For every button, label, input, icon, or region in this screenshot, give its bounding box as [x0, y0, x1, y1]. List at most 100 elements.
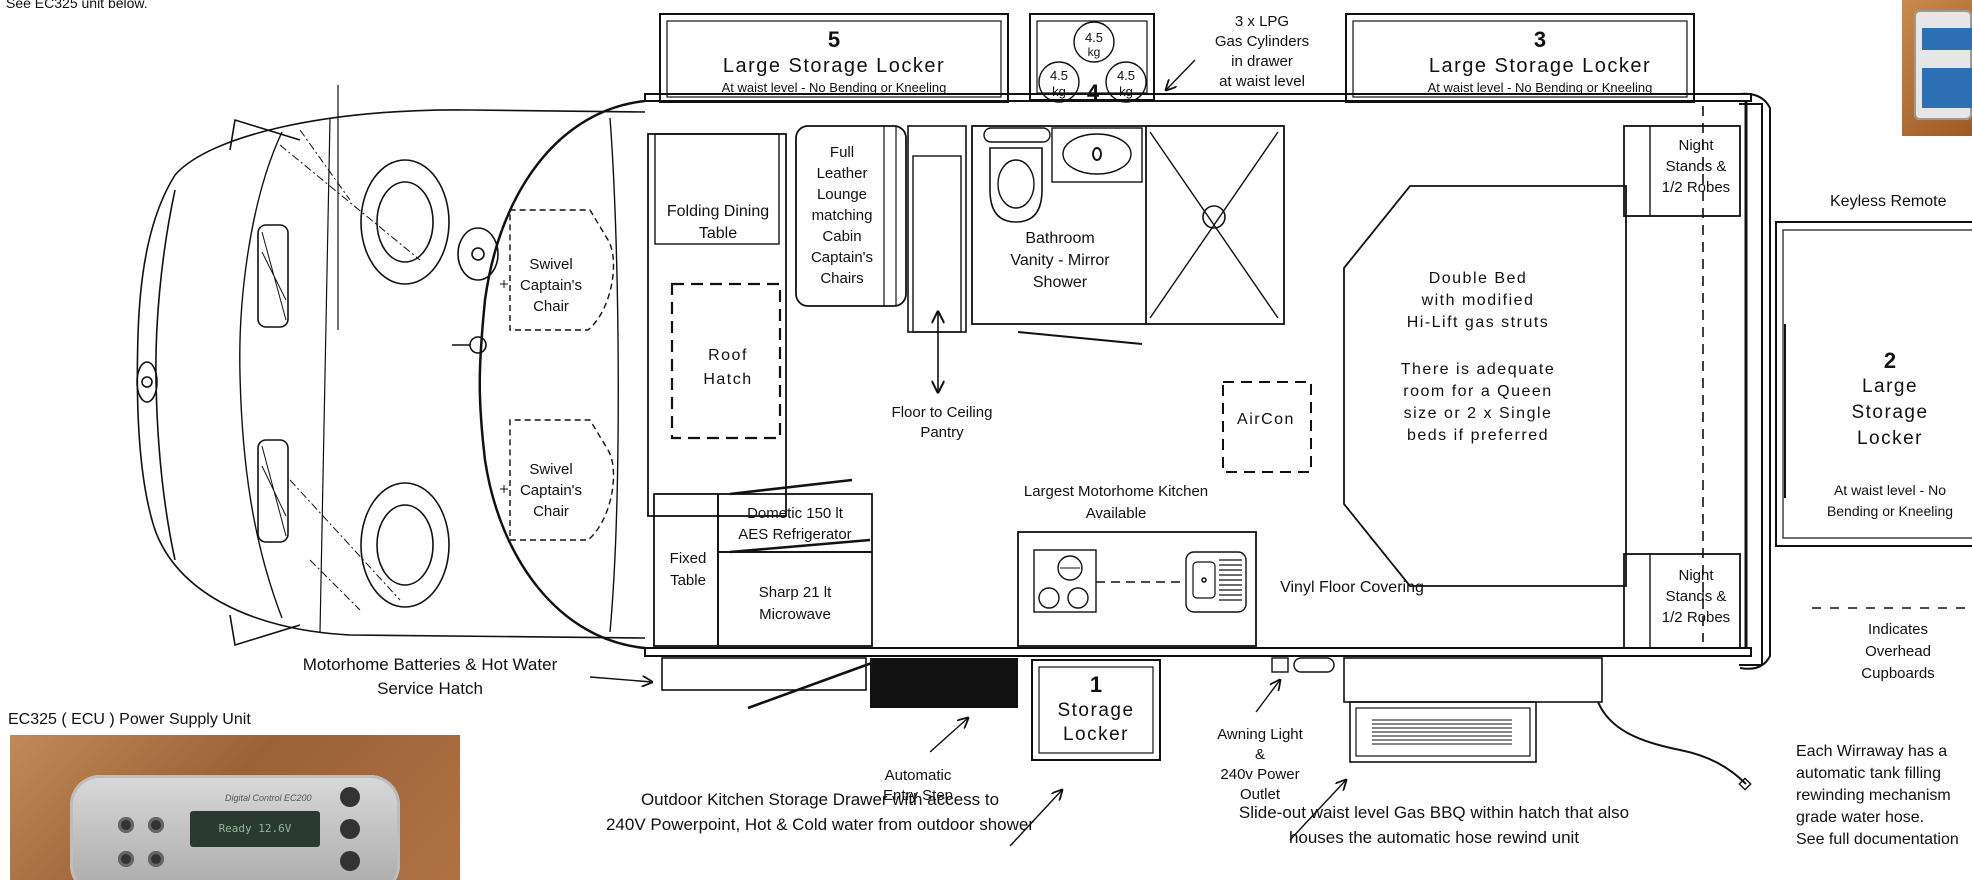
microwave-label-2: Microwave	[759, 606, 831, 623]
svg-text:matching: matching	[812, 207, 873, 224]
svg-text:2: 2	[1884, 348, 1896, 373]
battery-label-1: Motorhome Batteries & Hot Water	[303, 655, 558, 674]
svg-text:3 x LPG: 3 x LPG	[1235, 13, 1289, 30]
lpg-cylinder-left	[1038, 61, 1080, 103]
outdoor-drawer-label-1: Outdoor Kitchen Storage Drawer with acce…	[641, 790, 999, 809]
bathroom-label-3: Shower	[1033, 274, 1088, 291]
svg-text:size or 2 x Single: size or 2 x Single	[1404, 405, 1553, 422]
ec325-caption: EC325 ( ECU ) Power Supply Unit	[8, 711, 251, 728]
keyless-remote-photo	[1902, 0, 1972, 136]
svg-text:in drawer: in drawer	[1231, 53, 1293, 70]
aircon: AirCon	[1222, 381, 1312, 473]
swivel-chair-top: Swivel Captain's Chair	[500, 256, 582, 315]
svg-text:4.5: 4.5	[1050, 68, 1068, 83]
overhead-label-3: Cupboards	[1861, 665, 1934, 682]
vehicle-cab	[136, 85, 646, 647]
overhead-label-1: Indicates	[1868, 621, 1928, 638]
svg-text:Folding Dining: Folding Dining	[667, 203, 769, 220]
svg-text:Captain's: Captain's	[520, 482, 582, 499]
awning-label-4: Outlet	[1240, 786, 1281, 803]
ec325-photo: Digital Control EC200 Ready 12.6V	[10, 735, 460, 880]
keyless-remote-device	[1914, 10, 1972, 120]
entry-step-label-1: Automatic	[885, 767, 952, 784]
automatic-entry-step	[870, 658, 1018, 708]
wirraway-note-5: See full documentation	[1796, 831, 1959, 848]
svg-text:Full: Full	[830, 144, 854, 161]
svg-text:beds if preferred: beds if preferred	[1407, 427, 1549, 444]
ec325-up-icon	[340, 787, 360, 807]
keyless-remote-keypad	[1922, 68, 1972, 108]
svg-text:Table: Table	[699, 225, 737, 242]
locker-4-number: 4	[1087, 80, 1100, 105]
fixed-table-label-1: Fixed	[670, 550, 707, 567]
svg-text:Storage: Storage	[1057, 700, 1134, 721]
battery-label-2: Service Hatch	[377, 679, 483, 698]
locker-1: 1 Storage Locker	[1031, 659, 1161, 761]
locker-3-number: 3	[1534, 27, 1546, 52]
awning-label-2: &	[1255, 746, 1265, 763]
swivel-chair-outline-top	[509, 209, 615, 331]
ec325-brand: Digital Control EC200	[225, 793, 312, 803]
svg-text:Swivel: Swivel	[529, 256, 572, 273]
svg-text:Captain's: Captain's	[811, 249, 873, 266]
overhead-label-2: Overhead	[1865, 643, 1931, 660]
svg-text:Double Bed: Double Bed	[1429, 270, 1528, 287]
lpg-cylinder-right	[1105, 61, 1147, 103]
svg-text:Swivel: Swivel	[529, 461, 572, 478]
svg-text:kg: kg	[1052, 84, 1066, 99]
swivel-chair-bottom: Swivel Captain's Chair	[500, 461, 582, 520]
svg-text:1/2 Robes: 1/2 Robes	[1662, 179, 1730, 196]
bathroom-label-2: Vanity - Mirror	[1010, 252, 1110, 269]
svg-text:1: 1	[1090, 672, 1102, 697]
fridge-label-1: Dometic 150 lt	[747, 505, 844, 522]
svg-text:4.5: 4.5	[1117, 68, 1135, 83]
svg-text:Stands &: Stands &	[1666, 588, 1727, 605]
ec325-display: Ready 12.6V	[190, 811, 320, 847]
locker-5-number: 5	[828, 27, 840, 52]
kitchen	[1017, 531, 1257, 647]
roof-hatch: Roof Hatch	[670, 282, 782, 440]
entry-step-label-2: Entry Step	[883, 787, 953, 804]
lpg-callout: 3 x LPG Gas Cylinders in drawer at waist…	[1166, 13, 1309, 90]
svg-text:1/2 Robes: 1/2 Robes	[1662, 609, 1730, 626]
svg-text:Hi-Lift gas struts: Hi-Lift gas struts	[1407, 314, 1550, 331]
awning-light-outlet	[1255, 657, 1335, 713]
kitchen-label-2: Available	[1086, 505, 1147, 522]
locker-3-sub: At waist level - No Bending or Kneeling	[1428, 80, 1653, 95]
bbq-label-1: Slide-out waist level Gas BBQ within hat…	[1239, 803, 1629, 822]
svg-text:4.5: 4.5	[1085, 30, 1103, 45]
locker-5: 5 Large Storage Locker At waist level - …	[659, 13, 1009, 103]
svg-text:Stands &: Stands &	[1666, 158, 1727, 175]
bbq-hatch	[1289, 657, 1752, 841]
locker-4: 4.5 kg 4.5 kg 4.5 kg 4	[1029, 13, 1155, 105]
keyless-remote-caption: Keyless Remote	[1830, 193, 1947, 210]
svg-text:At waist level - No: At waist level - No	[1834, 482, 1946, 498]
outdoor-drawer-label-2: 240V Powerpoint, Hot & Cold water from o…	[606, 815, 1034, 834]
wirraway-note-2: automatic tank filling	[1796, 765, 1941, 782]
locker-3-title: Large Storage Locker	[1429, 55, 1651, 77]
svg-text:Leather: Leather	[817, 165, 868, 182]
ec325-button-3	[118, 851, 134, 867]
top-left-note: See EC325 unit below.	[6, 0, 148, 11]
svg-text:Roof: Roof	[708, 347, 748, 364]
ec325-down-icon	[340, 851, 360, 871]
microwave-label-1: Sharp 21 lt	[759, 584, 832, 601]
wirraway-note-4: grade water hose.	[1796, 809, 1924, 826]
svg-text:Cabin: Cabin	[822, 228, 861, 245]
wirraway-note-3: rewinding mechanism	[1796, 787, 1951, 804]
svg-text:Gas Cylinders: Gas Cylinders	[1215, 33, 1309, 50]
svg-text:Floor to Ceiling: Floor to Ceiling	[892, 404, 993, 421]
svg-text:room for a Queen: room for a Queen	[1403, 383, 1552, 400]
ec325-panel: Digital Control EC200 Ready 12.6V	[70, 775, 400, 880]
night-stands-top: Night Stands & 1/2 Robes	[1623, 125, 1741, 217]
vinyl-floor-label: Vinyl Floor Covering	[1280, 579, 1424, 596]
folding-dining-table: Folding Dining Table	[647, 133, 787, 517]
awning-label-3: 240v Power	[1220, 766, 1299, 783]
swivel-chair-outline-bottom	[509, 419, 615, 541]
svg-text:Locker: Locker	[1063, 724, 1129, 745]
svg-text:Chairs: Chairs	[820, 270, 863, 287]
bathroom-label-1: Bathroom	[1025, 230, 1094, 247]
svg-text:Bending or Kneeling: Bending or Kneeling	[1827, 503, 1953, 519]
svg-text:Pantry: Pantry	[920, 424, 964, 441]
